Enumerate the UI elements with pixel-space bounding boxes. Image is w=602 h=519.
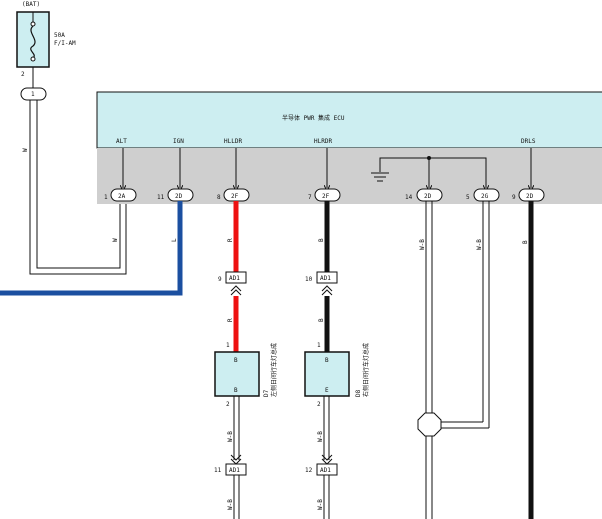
svg-text:11: 11: [157, 194, 165, 201]
ecu-junction-dot: [427, 156, 431, 160]
wire-color-left-out: W-B: [227, 431, 234, 442]
lamp-left-pin-top: 1: [226, 342, 230, 349]
wire-ign-blue: [0, 201, 183, 296]
ecu-terminal-drls: 9 2D: [512, 188, 545, 202]
wire-ground-pair: [425, 201, 490, 519]
lamp-right-pin-bottom: 2: [317, 401, 321, 408]
fuse-terminal-top: [30, 21, 36, 27]
svg-text:1: 1: [104, 194, 108, 201]
lamp-left-code: D7: [263, 389, 270, 397]
svg-text:2F: 2F: [322, 193, 330, 200]
lamp-right-bottom-letter: E: [325, 387, 329, 394]
terminal-name-alt: ALT: [116, 138, 127, 145]
svg-text:2D: 2D: [175, 193, 183, 200]
connector-chevron-icon: [321, 285, 333, 296]
lamp-right-name: 右侧日间行车灯总成: [362, 343, 370, 397]
svg-text:14: 14: [405, 194, 413, 201]
lamp-right-pin-top: 1: [317, 342, 321, 349]
connector-pin-a: 9: [218, 276, 222, 283]
wire-color-fuse: W: [22, 148, 29, 152]
svg-text:8: 8: [217, 194, 221, 201]
wire-color-hlldr: R: [227, 238, 234, 242]
wire-color-left-bottom: W-B: [227, 499, 234, 510]
connector-chevron-icon: [230, 285, 242, 296]
svg-text:2D: 2D: [526, 193, 534, 200]
wire-color-gnd2: W-B: [476, 239, 483, 250]
terminal-name-drls: DRLS: [521, 138, 536, 145]
wire-color-right-bottom: W-B: [317, 499, 324, 510]
lamp-right-code: D8: [355, 389, 362, 397]
svg-text:2G: 2G: [481, 193, 489, 200]
ecu-title: 半导体 PWR 集成 ECU: [282, 114, 345, 122]
terminal-name-hlldr: HLLDR: [224, 138, 242, 145]
fuse-rating: 50A: [54, 32, 65, 39]
wire-color-right-out: W-B: [317, 431, 324, 442]
lamp-right-top-letter: B: [325, 357, 329, 364]
wire-color-alt: W: [112, 238, 119, 242]
wire-color-hlldr-lower: R: [227, 318, 234, 322]
fuse-connector-pin: 1: [31, 91, 35, 98]
fuse-battery-label: (BAT): [22, 1, 40, 8]
fuse-pin: 2: [21, 71, 25, 78]
svg-text:2F: 2F: [231, 193, 239, 200]
svg-text:7: 7: [308, 194, 312, 201]
ground-icon: [371, 172, 389, 182]
wire-alt-outer: [29, 100, 127, 275]
wire-color-hlrdr: B: [318, 238, 325, 242]
connector-ad1-a: [225, 271, 247, 284]
splice-point-icon: [417, 412, 442, 437]
wire-color-gnd1: W-B: [419, 239, 426, 250]
wire-alt-inner: [36, 100, 121, 269]
connector-pin-d: 12: [305, 467, 313, 474]
fuse-connector: [20, 87, 47, 101]
ecu-terminal-hlldr: 8 2F: [217, 188, 250, 202]
lamp-left-name: 左侧日间行车灯总成: [270, 343, 278, 397]
terminal-name-hlrdr: HLRDR: [314, 138, 332, 145]
wire-color-drls: B: [522, 240, 529, 244]
svg-text:9: 9: [512, 194, 516, 201]
connector-code-a: AD1: [229, 275, 240, 282]
svg-text:2A: 2A: [118, 193, 126, 200]
connector-ad1-c: [225, 463, 247, 476]
connector-code-b: AD1: [320, 275, 331, 282]
connector-ad1-b: [316, 271, 338, 284]
lamp-left-top-letter: B: [234, 357, 238, 364]
svg-text:2D: 2D: [424, 193, 432, 200]
fuse-name: F/I-AM: [54, 40, 76, 47]
lamp-right-box: [304, 351, 350, 397]
connector-pin-b: 10: [305, 276, 313, 283]
lamp-left-pin-bottom: 2: [226, 401, 230, 408]
connector-pin-c: 11: [214, 467, 222, 474]
fuse-element-icon: [30, 25, 36, 59]
ecu-terminal-hlrdr: 7 2F: [308, 188, 341, 202]
svg-text:5: 5: [466, 194, 470, 201]
ecu-internal-lines: [123, 148, 531, 188]
fuse-terminal-bottom: [30, 56, 36, 62]
wire-color-ign: L: [171, 238, 178, 242]
connector-code-c: AD1: [229, 467, 240, 474]
ecu-terminal-gnd2: 5 2G: [466, 188, 500, 202]
ecu-terminal-gnd1: 14 2D: [405, 188, 443, 202]
terminal-name-ign: IGN: [173, 138, 184, 145]
connector-ad1-d: [316, 463, 338, 476]
lamp-left-box: [214, 351, 260, 397]
lamp-left-bottom-letter: B: [234, 387, 238, 394]
ecu-body: [96, 91, 602, 149]
connector-code-d: AD1: [320, 467, 331, 474]
wire-color-hlrdr-lower: B: [318, 318, 325, 322]
ecu-terminal-alt: 1 2A: [104, 188, 137, 202]
